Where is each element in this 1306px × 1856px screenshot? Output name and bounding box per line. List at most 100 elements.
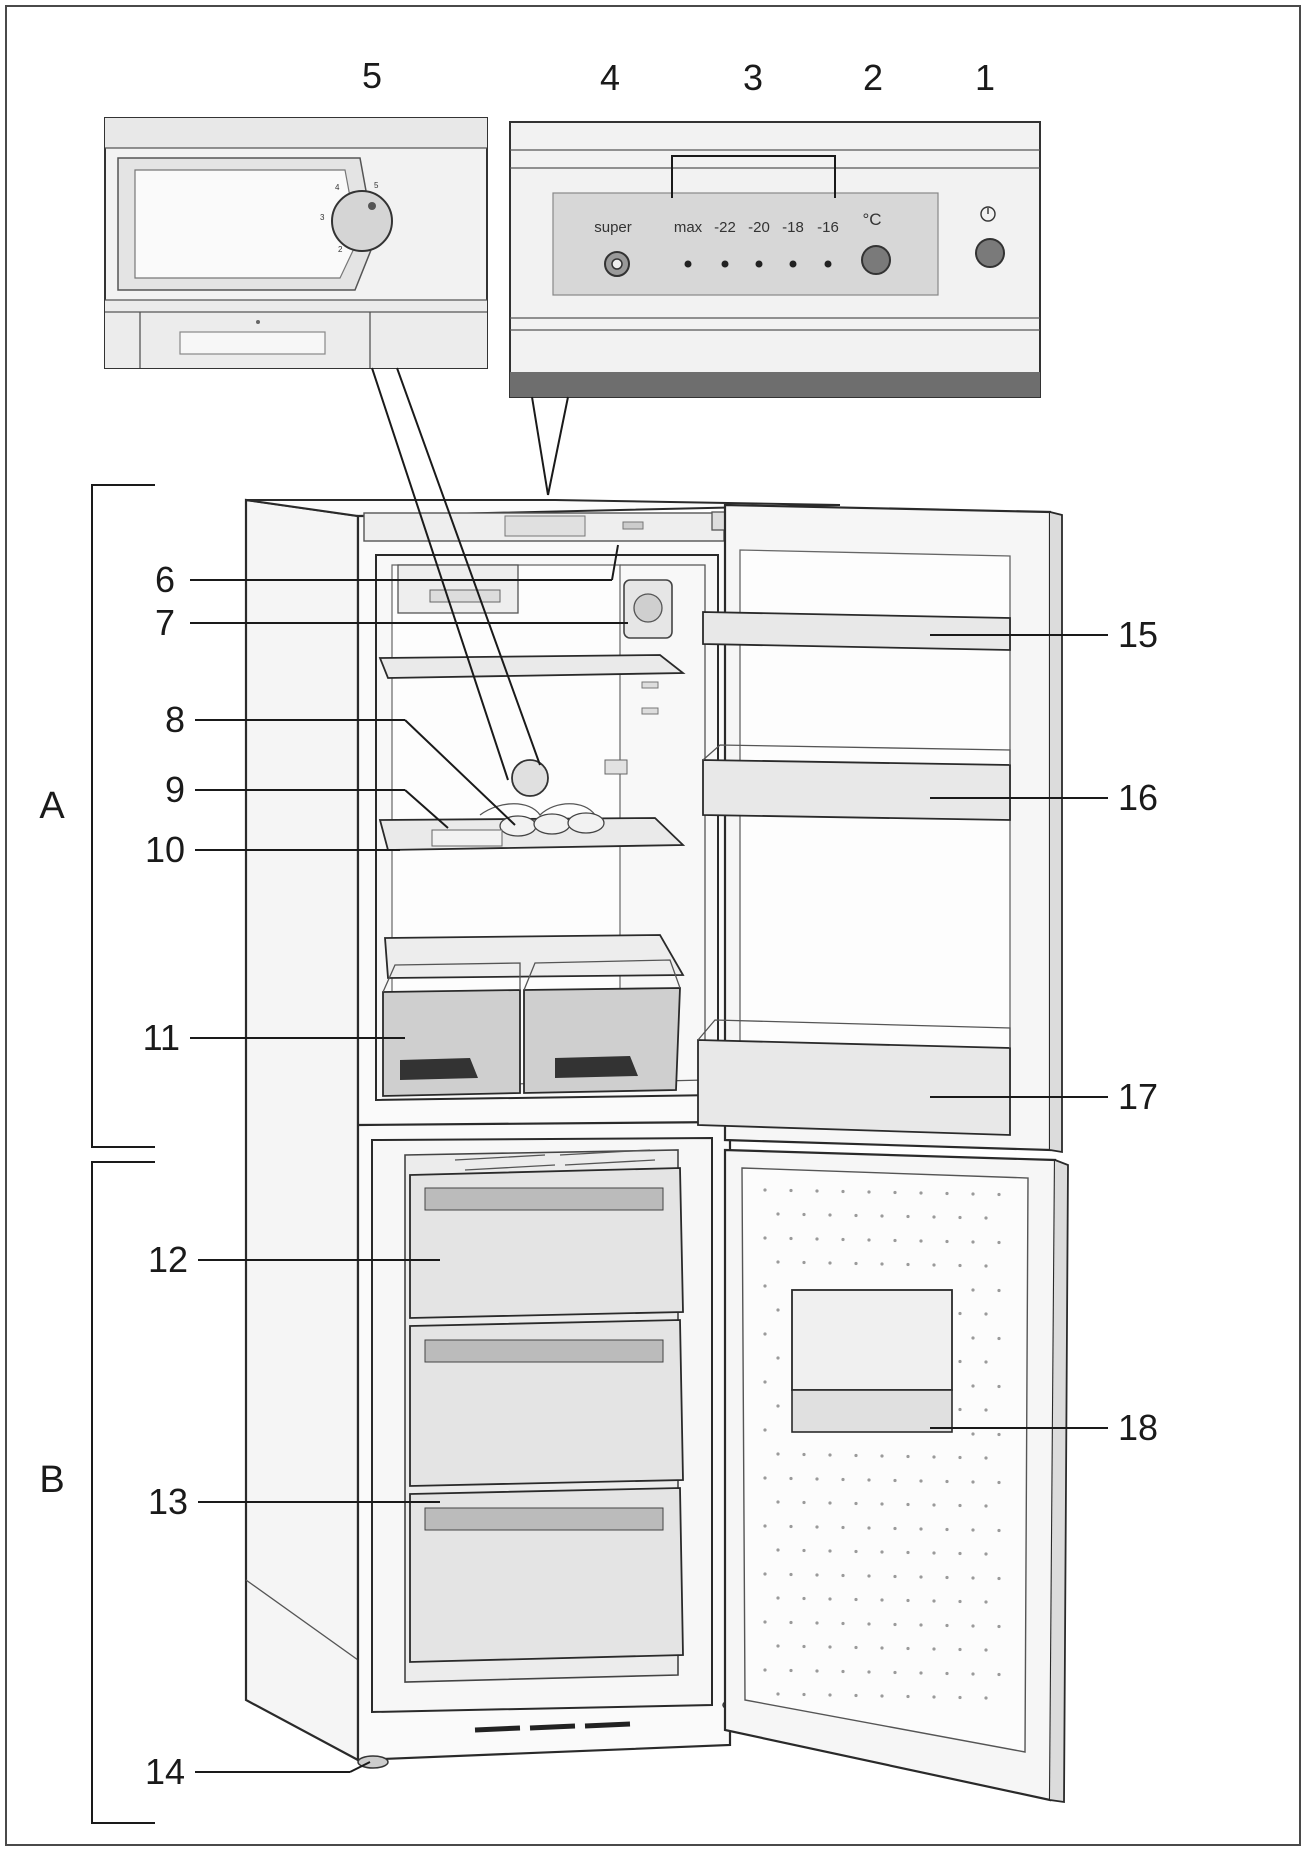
door-texture-dot: [958, 1551, 962, 1556]
door-texture-dot: [997, 1336, 1001, 1341]
door-texture-dot: [958, 1407, 962, 1412]
callout-15: 15: [1118, 614, 1158, 655]
door-texture-dot: [776, 1644, 780, 1648]
section-label-a: A: [39, 785, 65, 827]
max-label: max: [674, 219, 703, 236]
power-button: [975, 238, 1005, 268]
door-texture-dot: [802, 1452, 806, 1457]
door-texture-dot: [763, 1572, 767, 1576]
door-texture-dot: [984, 1264, 988, 1268]
door-texture-dot: [932, 1455, 936, 1459]
door-texture-dot: [880, 1598, 884, 1602]
door-texture-dot: [867, 1478, 871, 1482]
callout-16: 16: [1118, 777, 1158, 818]
door-texture-dot: [880, 1214, 884, 1218]
door-texture-dot: [971, 1624, 975, 1628]
door-texture-dot: [763, 1188, 767, 1192]
door-texture-dot: [893, 1574, 897, 1579]
door-texture-dot: [932, 1551, 936, 1555]
freezer-door: [723, 1148, 1069, 1804]
door-texture-dot: [880, 1454, 884, 1458]
door-texture-dot: [763, 1332, 767, 1336]
door-texture-dot: [776, 1356, 780, 1360]
door-texture-dot: [997, 1624, 1001, 1629]
door-texture-dot: [971, 1384, 975, 1388]
indicator-led: [755, 260, 763, 268]
door-texture-dot: [984, 1312, 988, 1316]
callout-3: 3: [743, 57, 763, 98]
door-texture-dot: [984, 1504, 988, 1508]
door-texture-dot: [763, 1236, 767, 1240]
door-texture-dot: [906, 1646, 910, 1651]
door-texture-dot: [984, 1696, 988, 1700]
callout-1: 1: [975, 57, 995, 98]
door-texture-dot: [893, 1238, 897, 1243]
door-texture-dot: [828, 1597, 832, 1601]
door-texture-dot: [880, 1550, 884, 1554]
door-texture-dot: [958, 1263, 962, 1268]
door-texture-dot: [984, 1408, 988, 1412]
leader-lines: [190, 367, 1108, 1773]
door-texture-dot: [815, 1669, 819, 1673]
door-texture-dot: [854, 1645, 858, 1650]
door-texture-dot: [919, 1575, 923, 1579]
door-texture-dot: [880, 1502, 884, 1506]
door-texture-dot: [763, 1668, 767, 1672]
door-texture-dot: [971, 1192, 975, 1196]
door-texture-dot: [776, 1692, 780, 1696]
door-texture-dot: [971, 1240, 975, 1244]
door-texture-dot: [997, 1288, 1001, 1293]
callout-14: 14: [145, 1751, 185, 1792]
door-texture-dot: [945, 1191, 949, 1196]
door-texture-dot: [971, 1528, 975, 1532]
door-texture-dot: [906, 1502, 910, 1507]
temperature-button: [861, 245, 891, 275]
door-texture-dot: [854, 1693, 858, 1698]
door-texture-dot: [789, 1236, 793, 1241]
door-texture-dot: [906, 1598, 910, 1603]
door-texture-dot: [984, 1456, 988, 1460]
power-icon: [980, 206, 996, 222]
door-texture-dot: [841, 1621, 845, 1626]
door-texture-dot: [919, 1479, 923, 1483]
door-texture-dot: [880, 1646, 884, 1650]
door-texture-dot: [841, 1477, 845, 1482]
door-texture-dot: [815, 1189, 819, 1193]
callout-5: 5: [362, 55, 382, 96]
callout-9: 9: [165, 769, 185, 810]
door-texture-dot: [776, 1404, 780, 1408]
door-texture-dot: [776, 1452, 780, 1456]
callout-8: 8: [165, 699, 185, 740]
door-texture-dot: [932, 1503, 936, 1507]
door-texture-dot: [971, 1288, 975, 1292]
door-texture-dot: [997, 1576, 1001, 1581]
door-texture-dot: [919, 1527, 923, 1531]
door-texture-dot: [776, 1548, 780, 1552]
door-texture-dot: [932, 1215, 936, 1219]
door-texture-dot: [841, 1237, 845, 1242]
callout-10: 10: [145, 829, 185, 870]
dial-number: 5: [374, 181, 379, 190]
door-texture-dot: [802, 1692, 806, 1697]
door-texture-dot: [919, 1671, 923, 1675]
control-panel-inset: super max -22 -20 -18 -16 °C: [509, 121, 1041, 398]
temperature-dial: [331, 190, 393, 252]
door-texture-dot: [893, 1526, 897, 1531]
door-texture-dot: [932, 1647, 936, 1651]
callout-17: 17: [1118, 1076, 1158, 1117]
door-texture-dot: [945, 1623, 949, 1628]
door-texture-dot: [971, 1336, 975, 1340]
door-texture-dot: [828, 1453, 832, 1457]
door-texture-dot: [828, 1693, 832, 1697]
door-texture-dot: [893, 1478, 897, 1483]
door-texture-dot: [789, 1476, 793, 1481]
door-texture-dot: [945, 1575, 949, 1580]
door-texture-dot: [958, 1647, 962, 1652]
dial-number: 3: [320, 213, 325, 222]
temp-label: -16: [817, 219, 839, 236]
door-texture-dot: [763, 1524, 767, 1528]
door-texture-dot: [815, 1525, 819, 1529]
door-texture-dot: [789, 1572, 793, 1577]
door-texture-dot: [815, 1573, 819, 1577]
door-texture-dot: [789, 1524, 793, 1529]
